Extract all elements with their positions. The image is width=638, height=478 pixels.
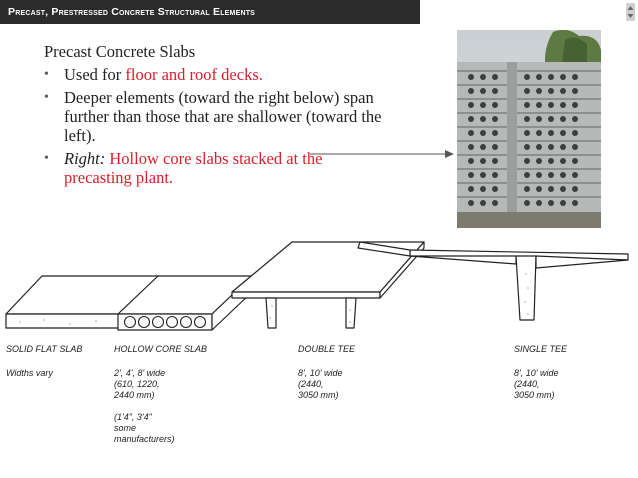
precast-elements-diagram bbox=[5, 241, 629, 331]
slide-nav-icon[interactable] bbox=[626, 3, 635, 21]
bullet-text: Used for bbox=[64, 65, 126, 84]
spec-single-tee-3: 3050 mm) bbox=[514, 390, 555, 400]
spec-hollow-core-slab-1: 2', 4', 8' wide bbox=[114, 368, 166, 378]
label-double-tee: DOUBLE TEE bbox=[298, 344, 356, 354]
hollow-core-stack-photo bbox=[457, 30, 601, 228]
bullet-dot-icon: • bbox=[44, 67, 49, 82]
spec-hollow-core-slab-3: 2440 mm) bbox=[114, 390, 155, 400]
bullet-item-depth: • Deeper elements (toward the right below… bbox=[44, 88, 384, 145]
spec-solid-flat-slab: Widths vary bbox=[6, 368, 53, 378]
single-tee-drawing bbox=[357, 241, 629, 321]
label-solid-flat-slab: SOLID FLAT SLAB bbox=[6, 344, 83, 354]
bullet-italic: Right: bbox=[64, 149, 106, 168]
note-hollow-core-slab-2: some bbox=[114, 423, 137, 433]
bullet-highlight: floor and roof decks. bbox=[125, 65, 263, 84]
bullet-item-usage: • Used for floor and roof decks. bbox=[44, 65, 384, 84]
note-hollow-core-slab-1: (1'4", 3'4" bbox=[114, 412, 152, 422]
bullet-item-photo-caption: • Right: Hollow core slabs stacked at the… bbox=[44, 149, 384, 187]
bullet-text: Deeper elements (toward the right below)… bbox=[64, 88, 382, 145]
label-single-tee: SINGLE TEE bbox=[514, 344, 568, 354]
double-tee-drawing bbox=[231, 241, 425, 329]
slide-header: Precast, Prestressed Concrete Structural… bbox=[0, 0, 420, 24]
label-hollow-core-slab: HOLLOW CORE SLAB bbox=[114, 344, 208, 354]
spec-double-tee-3: 3050 mm) bbox=[298, 390, 339, 400]
bullet-list: • Used for floor and roof decks. • Deeper … bbox=[44, 65, 384, 187]
bullet-dot-icon: • bbox=[44, 151, 49, 166]
bullet-highlight: Hollow core slabs stacked at the precast… bbox=[64, 149, 323, 187]
spec-hollow-core-slab-2: (610, 1220, bbox=[114, 379, 160, 389]
note-hollow-core-slab-3: manufacturers) bbox=[114, 434, 175, 444]
bullet-dot-icon: • bbox=[44, 90, 49, 105]
spec-double-tee-2: (2440, bbox=[298, 379, 324, 389]
spec-single-tee-2: (2440, bbox=[514, 379, 540, 389]
spec-single-tee-1: 8', 10' wide bbox=[514, 368, 559, 378]
slide-title: Precast, Prestressed Concrete Structural… bbox=[8, 6, 256, 18]
section-heading: Precast Concrete Slabs bbox=[44, 42, 196, 61]
spec-double-tee-1: 8', 10' wide bbox=[298, 368, 343, 378]
slide-body: Precast Concrete Slabs • Used for floor a… bbox=[44, 42, 384, 191]
